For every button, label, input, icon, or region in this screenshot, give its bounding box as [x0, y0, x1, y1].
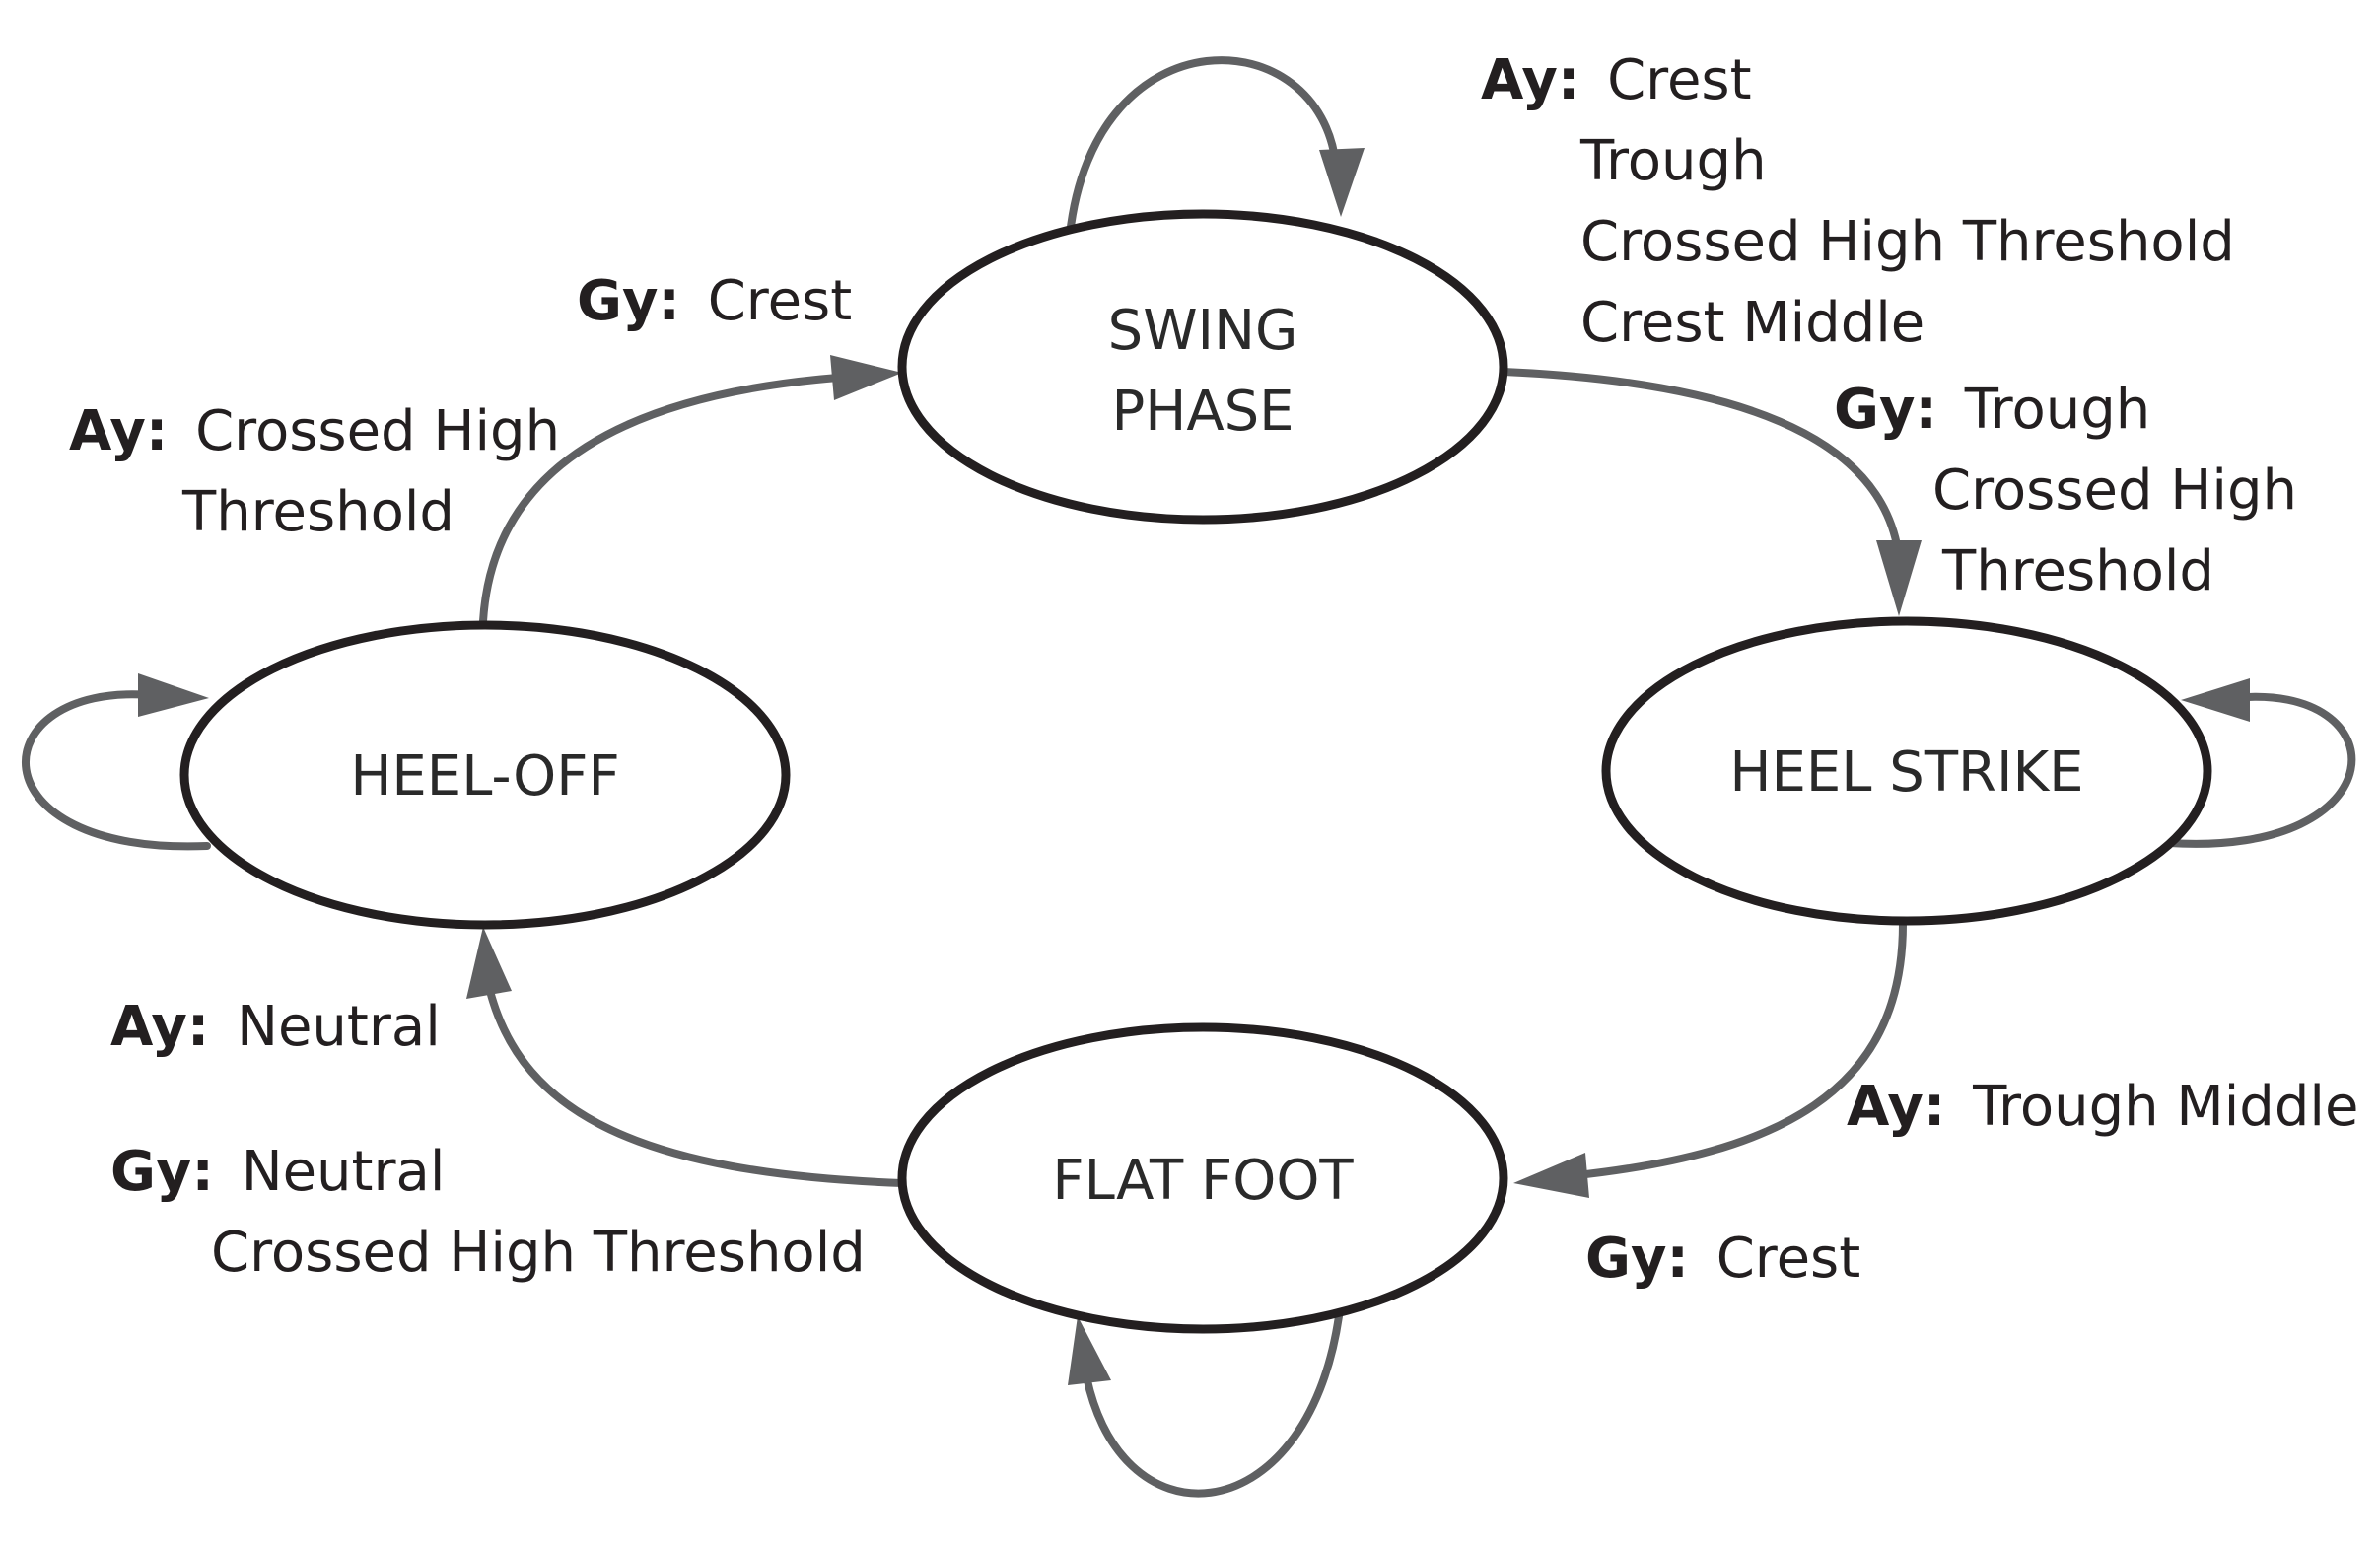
heel-off-to-swing-arrowhead: [830, 355, 902, 400]
gy-key: Gy:: [577, 269, 680, 333]
flat-foot-to-heel-off-conditions: Ay: Neutral Gy: Neutral Crossed High Thr…: [110, 995, 866, 1285]
condition-value: Trough: [1964, 378, 2151, 442]
swing-self-loop-arrowhead: [1319, 148, 1365, 217]
condition-value: Crossed High: [195, 399, 560, 463]
flat-foot-to-heel-off-edge: [486, 987, 906, 1187]
heel-strike-to-flat-foot-edge: [1574, 920, 1907, 1179]
condition-value: Crest: [1607, 48, 1751, 112]
ay-key: Ay:: [1847, 1075, 1945, 1139]
svg-text:Gy: Trough: Gy: Trough: [1834, 378, 2150, 442]
heel-strike-label: HEEL STRIKE: [1729, 740, 2083, 805]
flat-foot-self-loop-edge: [1081, 1312, 1343, 1498]
state-heel-strike: HEEL STRIKE: [1601, 616, 2212, 926]
flat-foot-label: FLAT FOOT: [1052, 1149, 1354, 1213]
heel-strike-self-loop-edge: [2165, 692, 2356, 848]
svg-text:Ay: Crest: Ay: Crest: [1481, 48, 1752, 112]
condition-value: Neutral: [237, 995, 441, 1059]
gy-key: Gy:: [1834, 378, 1937, 442]
condition-value: Crossed High Threshold: [1580, 210, 2235, 274]
svg-text:Ay: Crossed High: Ay: Crossed High: [69, 399, 560, 463]
condition-value: Threshold: [1941, 539, 2214, 603]
flat-foot-to-heel-off-arrowhead: [466, 927, 512, 999]
swing-self-loop-edge: [1066, 56, 1340, 239]
heel-off-to-swing-conditions: Gy: Crest Ay: Crossed High Threshold: [69, 269, 852, 544]
condition-value: Crest: [708, 269, 852, 333]
heel-strike-to-flat-foot-arrowhead: [1513, 1153, 1589, 1198]
state-flat-foot: FLAT FOOT: [897, 1022, 1508, 1334]
heel-strike-self-loop-arrowhead: [2181, 678, 2250, 722]
swing-to-heel-strike-arrowhead: [1876, 540, 1922, 616]
condition-value: Trough: [1579, 129, 1767, 193]
state-swing-phase: SWING PHASE: [897, 209, 1508, 525]
condition-value: Crest Middle: [1580, 291, 1925, 355]
swing-to-heel-strike-conditions: Ay: Crest Trough Crossed High Threshold …: [1481, 48, 2297, 603]
gy-key: Gy:: [110, 1140, 214, 1204]
swing-to-heel-strike-edge: [1500, 368, 1902, 554]
ay-key: Ay:: [110, 995, 209, 1059]
condition-value: Threshold: [181, 480, 455, 544]
ay-key: Ay:: [69, 399, 168, 463]
swing-label-line1: SWING: [1108, 299, 1298, 363]
condition-value: Crossed High: [1932, 458, 2297, 523]
condition-value: Crest: [1716, 1227, 1860, 1291]
condition-value: Crossed High Threshold: [211, 1221, 866, 1285]
svg-text:Ay: Trough Middle: Ay: Trough Middle: [1847, 1075, 2358, 1139]
heel-off-self-loop-edge: [22, 690, 211, 851]
gy-key: Gy:: [1585, 1227, 1689, 1291]
svg-text:Gy: Neutral: Gy: Neutral: [110, 1140, 445, 1204]
condition-value: Trough Middle: [1972, 1075, 2358, 1139]
heel-strike-to-flat-foot-conditions: Ay: Trough Middle Gy: Crest: [1585, 1075, 2358, 1291]
heel-off-label: HEEL-OFF: [350, 744, 619, 808]
state-heel-off: HEEL-OFF: [179, 620, 791, 930]
condition-value: Neutral: [242, 1140, 446, 1204]
svg-text:Gy: Crest: Gy: Crest: [1585, 1227, 1860, 1291]
flat-foot-self-loop-arrowhead: [1068, 1316, 1111, 1385]
svg-text:Gy: Crest: Gy: Crest: [577, 269, 852, 333]
swing-label-line2: PHASE: [1111, 380, 1294, 444]
svg-text:Ay: Neutral: Ay: Neutral: [110, 995, 441, 1059]
ay-key: Ay:: [1481, 48, 1579, 112]
heel-off-to-swing-edge: [479, 374, 842, 625]
heel-off-self-loop-arrowhead: [138, 673, 209, 717]
